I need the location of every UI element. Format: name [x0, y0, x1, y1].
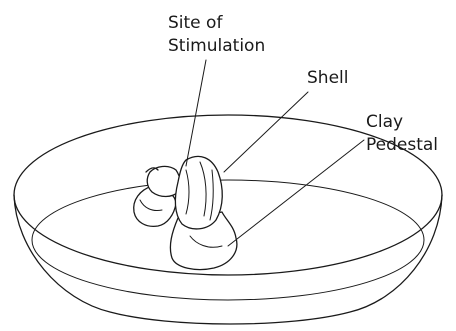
label-clay-line2: Pedestal [366, 134, 438, 157]
leader-clay [228, 140, 364, 246]
label-shell: Shell [307, 67, 348, 90]
label-clay-line1: Clay [366, 111, 438, 134]
shell [175, 156, 222, 229]
label-site-of-stimulation: Site of Stimulation [168, 12, 265, 58]
snail-head [147, 166, 180, 196]
leader-shell [224, 92, 308, 172]
label-shell-text: Shell [307, 67, 348, 90]
snail [134, 156, 223, 229]
label-site-line2: Stimulation [168, 35, 265, 58]
label-clay-pedestal: Clay Pedestal [366, 111, 438, 157]
leader-site [186, 60, 206, 166]
label-site-line1: Site of [168, 12, 265, 35]
